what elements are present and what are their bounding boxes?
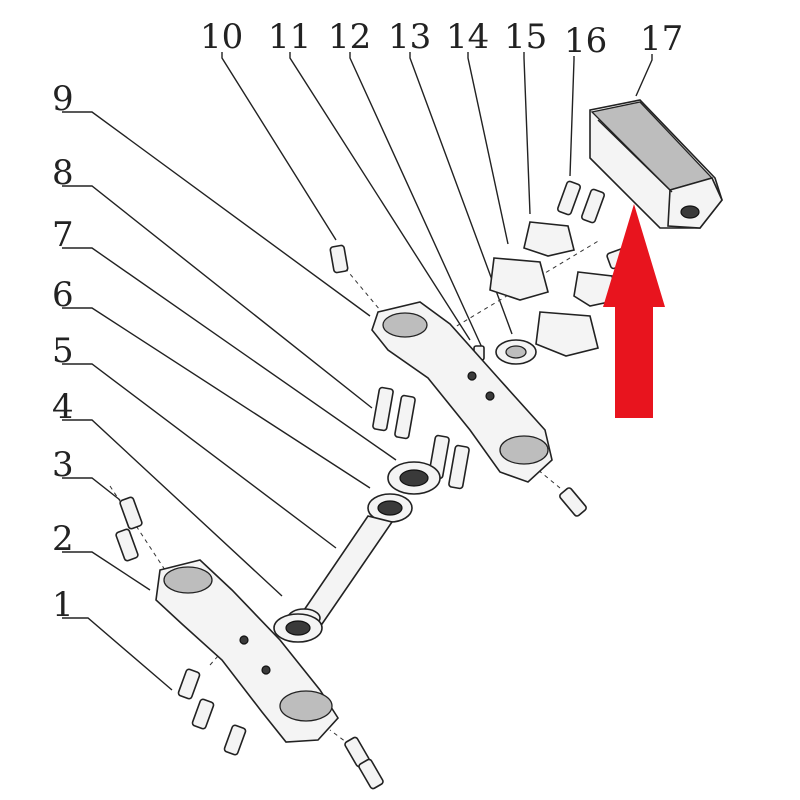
leader-2 [62, 551, 151, 591]
leader-3 [62, 477, 121, 501]
callout-13: 13 [388, 17, 431, 57]
leader-15 [523, 52, 531, 215]
callout-6: 6 [52, 275, 74, 315]
callout-7: 7 [52, 215, 74, 255]
leader-9 [62, 111, 371, 317]
part-6-7-bearings [367, 461, 441, 523]
part-4-lower-bearing [273, 613, 323, 643]
callout-labels: 1 2 3 4 5 6 7 8 9 10 11 12 13 14 15 16 1… [52, 17, 683, 625]
callout-11: 11 [268, 17, 311, 57]
leader-11 [289, 52, 471, 341]
leader-7 [62, 247, 397, 461]
leader-13 [409, 52, 513, 335]
leader-lines [62, 52, 653, 691]
alignment-lines [109, 239, 601, 746]
callout-8: 8 [52, 153, 74, 193]
leader-10 [221, 52, 337, 241]
leader-16 [569, 56, 575, 177]
leader-4 [62, 419, 283, 597]
callout-14: 14 [446, 17, 489, 57]
callout-12: 12 [328, 17, 371, 57]
callout-16: 16 [564, 21, 607, 61]
part-10-bolt [329, 244, 349, 274]
part-1-bolts [177, 487, 587, 790]
callout-10: 10 [200, 17, 243, 57]
part-17-handlebar-pad [589, 99, 723, 229]
leader-8 [62, 185, 373, 409]
part-16-bolts [556, 180, 606, 224]
leader-5 [62, 363, 337, 549]
leader-6 [62, 307, 371, 489]
callout-9: 9 [52, 79, 74, 119]
callout-1: 1 [52, 585, 74, 625]
leader-1 [62, 617, 173, 691]
callout-3: 3 [52, 445, 74, 485]
red-up-arrow-icon [603, 204, 665, 418]
callout-4: 4 [52, 387, 74, 427]
callout-17: 17 [640, 19, 683, 59]
part-2-lower-clamp [155, 559, 340, 743]
leader-14 [467, 52, 509, 245]
part-3-bolts [115, 496, 143, 562]
callout-5: 5 [52, 331, 74, 371]
leader-17 [635, 54, 653, 97]
leader-12 [349, 52, 485, 353]
part-5-stem [287, 515, 394, 628]
callout-15: 15 [504, 17, 547, 57]
callout-2: 2 [52, 519, 74, 559]
part-9-top-clamp [371, 301, 553, 483]
